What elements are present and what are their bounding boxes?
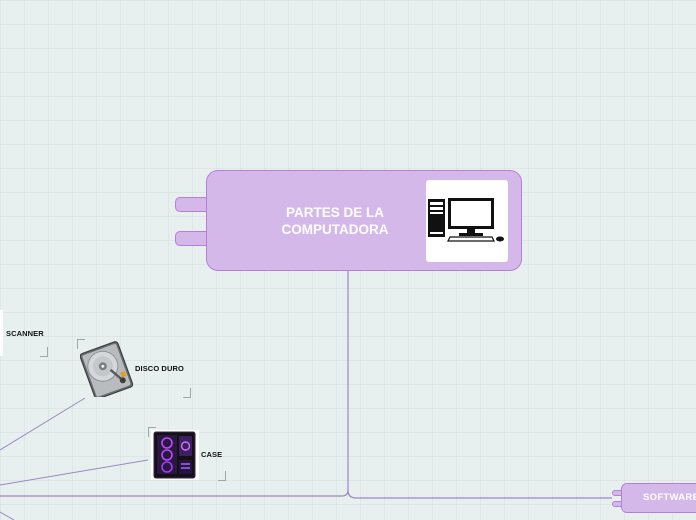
connector-case [0,459,149,486]
topic-frame-corner [77,339,85,349]
central-topic-node[interactable]: PARTES DE LA COMPUTADORA [206,170,522,271]
topic-label-case[interactable]: CASE [201,450,223,459]
scanner-icon [0,310,3,356]
hard-disk-icon [79,341,134,400]
topic-frame-corner [40,347,48,357]
topic-frame-corner [218,471,226,481]
pc-case-icon [151,430,199,480]
connector-disco-duro [0,397,86,451]
topic-frame-corner [183,388,191,398]
topic-label-disco-duro[interactable]: DISCO DURO [135,364,184,373]
software-topic-node[interactable]: SOFTWARE [621,483,696,513]
connector-lower [0,511,15,520]
topic-frame-corner [148,427,156,437]
desktop-computer-icon [426,180,508,262]
topic-label-scanner[interactable]: SCANNER [6,329,44,338]
central-topic-title: PARTES DE LA COMPUTADORA [281,205,389,237]
software-topic-label: SOFTWARE [643,492,696,503]
connector-main-to-software [347,489,612,499]
